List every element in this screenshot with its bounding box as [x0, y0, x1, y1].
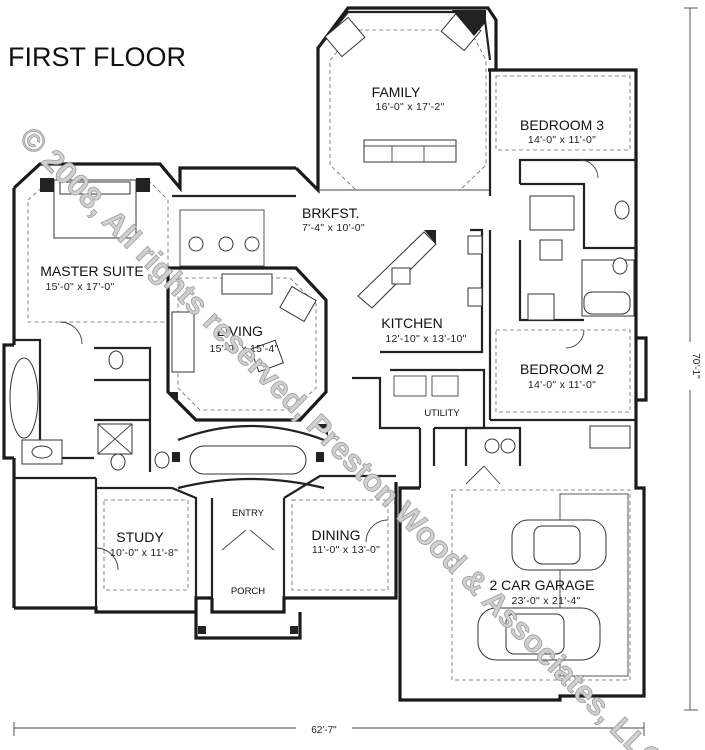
garage-outline: [451, 489, 631, 681]
overall-depth-label: 70'-1": [690, 353, 701, 379]
room-dims-study: 10'-0" x 11'-8": [110, 547, 178, 559]
room-name-kitchen: KITCHEN: [381, 315, 442, 331]
kitchen-outline: [352, 228, 522, 488]
overall-dimensions: 62'-7" 70'-1": [13, 7, 701, 736]
room-name-dining: DINING: [312, 527, 361, 543]
exterior-walls: [2, 6, 648, 702]
master-outline: [9, 178, 170, 480]
room-name-brkfst: BRKFST.: [302, 205, 360, 221]
room-dims-living: 15'-0" x 15'-4": [209, 343, 278, 355]
room-name-entry: ENTRY: [232, 508, 265, 519]
room-name-family: FAMILY: [372, 84, 421, 100]
overall-width-label: 62'-7": [311, 725, 337, 736]
room-name-porch: PORCH: [231, 586, 265, 597]
room-dims-family: 16'-0" x 17'-2": [375, 101, 444, 113]
room-labels: FAMILY 16'-0" x 17'-2" BEDROOM 3 14'-0" …: [40, 84, 604, 607]
plan-title: FIRST FLOOR: [8, 42, 186, 72]
room-dims-dining: 11'-0" x 13'-0": [312, 544, 380, 556]
room-name-bedroom2: BEDROOM 2: [520, 361, 604, 377]
study-outline: [94, 478, 198, 608]
room-dims-brkfst: 7'-4" x 10'-0": [302, 222, 365, 234]
living-outline: [166, 194, 328, 436]
room-name-bedroom3: BEDROOM 3: [520, 117, 604, 133]
room-dims-garage: 23'-0" x 21'-4": [511, 595, 580, 607]
dining-outline: [283, 474, 396, 591]
room-name-utility: UTILITY: [424, 408, 460, 419]
room-name-master: MASTER SUITE: [40, 263, 143, 279]
family-room-outline: [317, 10, 492, 191]
room-dims-master: 15'-0" x 17'-0": [45, 281, 114, 293]
bedroom2-outline: [490, 329, 636, 449]
room-name-garage: 2 CAR GARAGE: [489, 577, 594, 593]
room-dims-bedroom2: 14'-0" x 11'-0": [528, 379, 596, 391]
door-openings: [59, 159, 599, 634]
room-name-study: STUDY: [116, 529, 164, 545]
room-name-living: LIVING: [217, 323, 263, 339]
bedroom3-outline: [488, 70, 636, 420]
room-dims-kitchen: 12'-10" x 13'-10": [385, 333, 466, 345]
room-dims-bedroom3: 14'-0" x 11'-0": [528, 134, 596, 146]
entry-outline: [172, 424, 325, 598]
